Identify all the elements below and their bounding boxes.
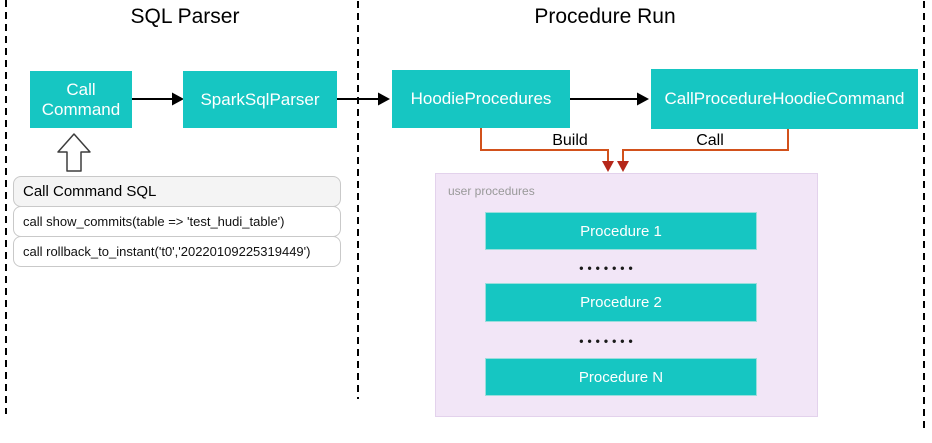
build-arrowhead-icon <box>602 161 614 172</box>
section-title-procedure-run: Procedure Run <box>534 5 676 28</box>
user-procedures-label: user procedures <box>448 184 535 198</box>
node-call-procedure-hoodie-command: CallProcedureHoodieCommand <box>651 69 918 129</box>
arrow-hoodieprocedures-to-callprocedure <box>570 92 649 106</box>
node-spark-sql-parser: SparkSqlParser <box>183 71 337 128</box>
node-procedure-1: Procedure 1 <box>485 212 757 250</box>
call-edge-label: Call <box>696 132 724 149</box>
sql-table-header: Call Command SQL <box>13 176 341 207</box>
build-edge-label: Build <box>552 132 588 149</box>
sql-table-row-show-commits: call show_commits(table => 'test_hudi_ta… <box>13 206 341 237</box>
section-title-sql-parser: SQL Parser <box>130 5 240 28</box>
node-call-command: Call Command <box>30 71 132 128</box>
call-arrowhead-icon <box>617 161 629 172</box>
ellipsis-dots: ••••••• <box>579 334 637 348</box>
hollow-up-arrow-icon <box>57 133 91 172</box>
build-connector <box>480 128 614 172</box>
ellipsis-dots: ••••••• <box>579 261 637 275</box>
node-hoodie-procedures: HoodieProcedures <box>392 70 570 128</box>
node-procedure-2: Procedure 2 <box>485 283 757 322</box>
arrow-sparksqlparser-to-hoodieprocedures <box>337 92 390 106</box>
node-procedure-n: Procedure N <box>485 358 757 396</box>
sql-table-row-rollback: call rollback_to_instant('t0','202201092… <box>13 236 341 267</box>
call-connector <box>617 129 789 172</box>
arrow-callcommand-to-sparksqlparser <box>132 92 184 106</box>
